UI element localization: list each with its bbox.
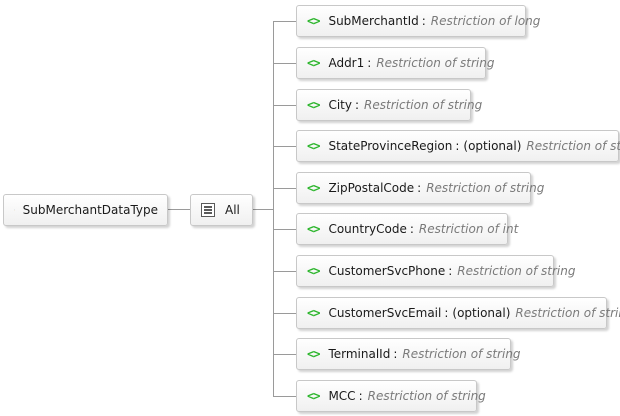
element-node[interactable]: <> CountryCode: Restriction of int [296, 213, 518, 245]
element-node[interactable]: <> TerminalId: Restriction of string [296, 338, 521, 370]
element-separator: : [417, 181, 422, 195]
element-type: Restriction of int [418, 222, 519, 236]
root-complex-type-node[interactable]: SubMerchantDataType [3, 194, 168, 226]
element-node[interactable]: <> City: Restriction of string [296, 89, 482, 121]
element-icon: <> [307, 139, 320, 153]
element-name: ZipPostalCode [328, 181, 415, 195]
element-name: TerminalId [328, 347, 391, 361]
element-icon: <> [307, 222, 320, 236]
element-icon: <> [307, 264, 320, 278]
element-separator: : [409, 222, 414, 236]
element-icon: <> [307, 98, 320, 112]
element-node[interactable]: <> CustomerSvcEmail:(optional) Restriction… [296, 297, 620, 329]
element-node[interactable]: <> MCC: Restriction of string [296, 380, 486, 412]
element-icon: <> [307, 14, 320, 28]
element-type: Restriction of string [402, 347, 521, 361]
element-separator: : [358, 389, 363, 403]
element-node[interactable]: <> StateProvinceRegion:(optional) Restrict… [296, 130, 620, 162]
element-type: Restriction of string [364, 98, 483, 112]
element-optional-marker: (optional) [463, 139, 522, 153]
element-type: Restriction of long [430, 14, 541, 28]
all-compositor-icon [201, 203, 215, 217]
element-name: City [328, 98, 352, 112]
element-node[interactable]: <> SubMerchantId: Restriction of long [296, 5, 540, 37]
complex-type-icon [14, 209, 15, 211]
element-separator: : [448, 264, 453, 278]
element-name: SubMerchantId [328, 14, 419, 28]
element-icon: <> [307, 56, 320, 70]
element-separator: : [444, 306, 449, 320]
element-name: CustomerSvcEmail [328, 306, 442, 320]
element-separator: : [393, 347, 398, 361]
element-node[interactable]: <> CustomerSvcPhone: Restriction of string [296, 255, 575, 287]
element-separator: : [354, 98, 360, 112]
element-name: CountryCode [328, 222, 407, 236]
root-type-label: SubMerchantDataType [22, 203, 158, 217]
element-type: Restriction of string [457, 264, 576, 278]
element-type: Restriction of string [426, 181, 545, 195]
all-compositor-node[interactable]: All [190, 194, 253, 226]
element-icon: <> [307, 389, 320, 403]
element-icon: <> [307, 181, 320, 195]
element-type: Restriction of string [526, 139, 620, 153]
element-type: Restriction of string [515, 306, 620, 320]
element-name: MCC [328, 389, 356, 403]
element-separator: : [421, 14, 426, 28]
element-icon: <> [307, 347, 320, 361]
element-separator: : [455, 139, 460, 153]
element-name: CustomerSvcPhone [328, 264, 446, 278]
element-name: StateProvinceRegion [328, 139, 453, 153]
element-optional-marker: (optional) [452, 306, 511, 320]
element-node[interactable]: <> Addr1: Restriction of string [296, 47, 494, 79]
element-node[interactable]: <> ZipPostalCode: Restriction of string [296, 172, 544, 204]
element-separator: : [367, 56, 372, 70]
element-type: Restriction of string [376, 56, 495, 70]
element-icon: <> [307, 306, 320, 320]
all-compositor-label: All [225, 203, 240, 217]
element-type: Restriction of string [367, 389, 486, 403]
element-name: Addr1 [328, 56, 365, 70]
